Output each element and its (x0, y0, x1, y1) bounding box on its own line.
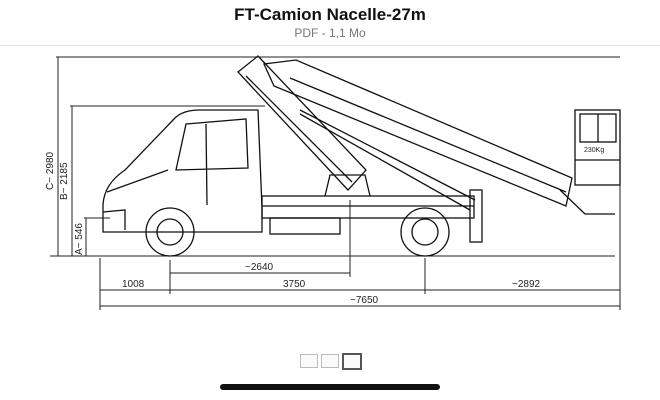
dim-7650-label: ~7650 (350, 295, 379, 306)
cab-window (175, 118, 249, 171)
turret (324, 174, 371, 197)
page-thumbnails (300, 353, 362, 372)
page-thumbnail-3[interactable] (342, 353, 362, 370)
document-subtitle: PDF - 1,1 Mo (294, 26, 366, 40)
basket (574, 109, 621, 186)
page-thumbnail-1[interactable] (300, 354, 318, 368)
truck-outline (102, 55, 621, 257)
dim-2892-label: ~2892 (512, 279, 541, 290)
dim-2640-label: ~2640 (245, 262, 274, 273)
front-wheel (145, 207, 195, 257)
rear-wheel (400, 207, 450, 257)
dim-3750-label: 3750 (283, 279, 306, 290)
telescopic-boom (263, 59, 573, 207)
hood-line (106, 169, 169, 193)
header-divider (0, 45, 660, 46)
stabilizer-box (269, 217, 341, 235)
dim-b-label: B~ 2185 (59, 162, 70, 200)
page-thumbnail-2[interactable] (321, 354, 339, 368)
pdf-page-drawing[interactable]: C~ 2980 B~ 2185 A~ 546 ~2640 1008 3750 ~… (0, 46, 660, 316)
document-header: FT-Camion Nacelle-27m PDF - 1,1 Mo (0, 0, 660, 46)
truck-technical-drawing: C~ 2980 B~ 2185 A~ 546 ~2640 1008 3750 ~… (45, 55, 621, 310)
door-line (205, 123, 208, 206)
boom-cylinder (299, 109, 476, 201)
cab-body (102, 109, 263, 233)
dim-1008-label: 1008 (122, 279, 145, 290)
home-indicator[interactable] (220, 384, 440, 390)
dim-a-label: A~ 546 (74, 223, 85, 255)
lower-boom-arm (237, 55, 367, 191)
jib-arm (559, 189, 615, 215)
basket-capacity-label: 230Kg (584, 147, 604, 154)
rear-stabilizer (469, 189, 483, 243)
document-title: FT-Camion Nacelle-27m (234, 5, 426, 24)
front-bumper (102, 209, 126, 230)
chassis-deck (261, 195, 475, 219)
dim-c-label: C~ 2980 (45, 151, 56, 190)
